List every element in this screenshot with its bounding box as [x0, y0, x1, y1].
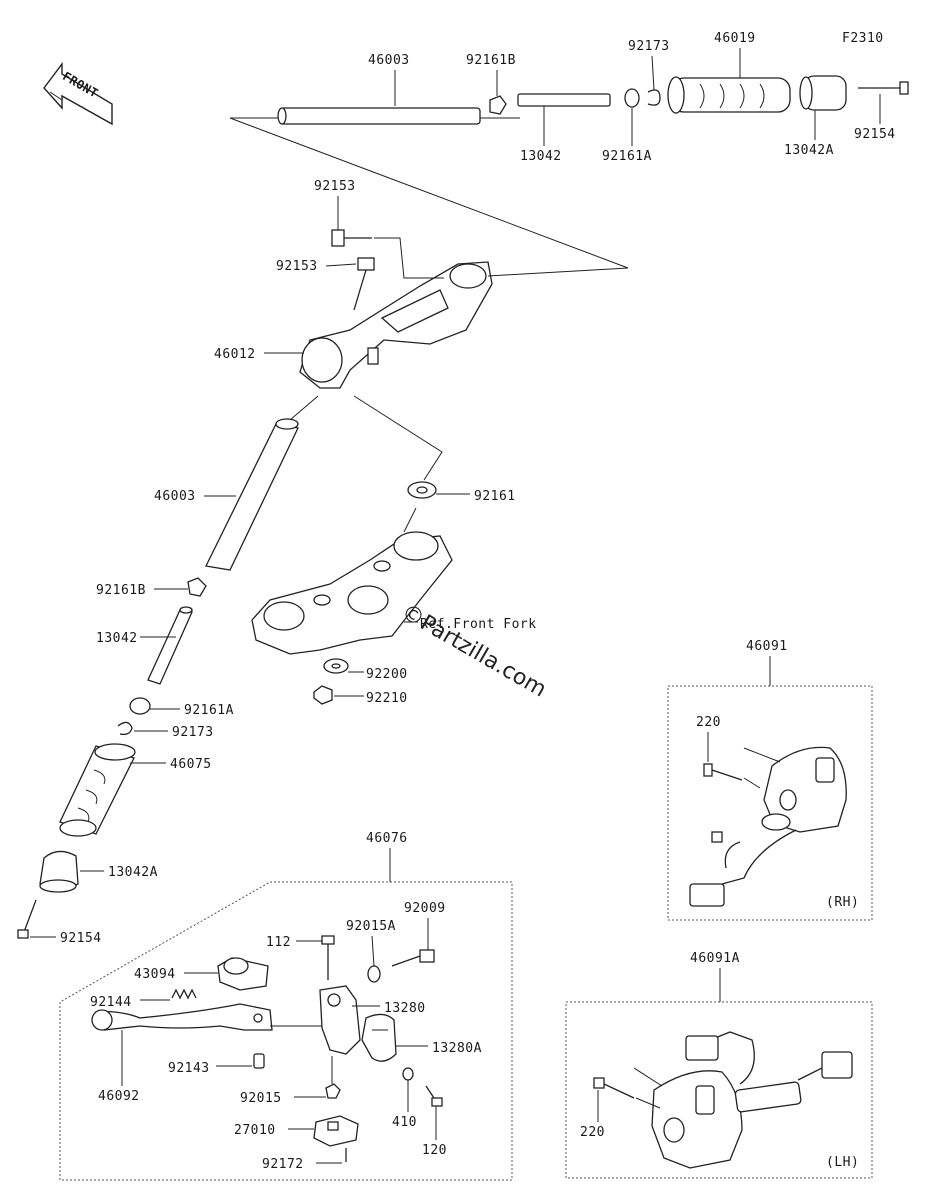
label-92154: 92154	[60, 931, 102, 946]
nut-92210	[313, 685, 333, 705]
lever-46092	[91, 1003, 273, 1031]
diagram-code: F2310	[842, 31, 884, 46]
label-92161b: 92161B	[96, 583, 146, 598]
bolt-92153-b	[353, 257, 375, 311]
label-46003: 46003	[154, 489, 196, 504]
upper-clamp-46012	[299, 261, 493, 389]
screw-220-rh	[703, 763, 743, 781]
washer-92161a-top	[624, 88, 640, 108]
label-92210: 92210	[366, 691, 408, 706]
screw-120	[425, 1085, 443, 1107]
handlebar-tube-left	[205, 395, 319, 571]
label-13280a: 13280A	[432, 1041, 482, 1056]
svg-text:©Partzilla.com: ©Partzilla.com	[397, 600, 550, 703]
washer-410	[402, 1067, 414, 1081]
screw-92154	[17, 899, 37, 939]
label-220-lh: 220	[580, 1125, 605, 1140]
washer-92161a	[129, 697, 151, 715]
label-220-rh: 220	[696, 715, 721, 730]
front-arrow-icon: FRONT	[43, 61, 113, 126]
label-92200: 92200	[366, 667, 408, 682]
rh-switch-housing	[689, 746, 847, 907]
ref-note: Ref.Front Fork	[420, 617, 537, 632]
clip-92173	[117, 721, 133, 736]
bushing-92143	[253, 1053, 265, 1069]
washer-92015a	[367, 965, 381, 983]
screw-220-lh	[593, 1077, 635, 1099]
label-92153-b: 92153	[276, 259, 318, 274]
switch-27010	[313, 1115, 359, 1147]
label-top-46019: 46019	[714, 31, 756, 46]
nut-92161b	[187, 577, 207, 597]
clamp-13280a	[361, 1013, 397, 1062]
end-weight-top	[799, 75, 847, 111]
lh-switch-housing	[651, 1031, 853, 1169]
screw-92154-top	[858, 81, 909, 95]
nut-92015	[325, 1083, 341, 1099]
label-410: 410	[392, 1115, 417, 1130]
adjuster-43094	[217, 957, 269, 991]
label-92172: 92172	[262, 1157, 304, 1172]
label-top-92173: 92173	[628, 39, 670, 54]
label-top-46003: 46003	[368, 53, 410, 68]
weight-shaft	[147, 606, 193, 685]
handlebar-tube-top	[277, 107, 481, 125]
label-13042: 13042	[96, 631, 138, 646]
label-46012: 46012	[214, 347, 256, 362]
label-13280: 13280	[384, 1001, 426, 1016]
label-46091a: 46091A	[690, 951, 740, 966]
top-row-parts	[229, 75, 909, 269]
bolt-92009	[391, 949, 435, 967]
label-112: 112	[266, 935, 291, 950]
label-46075: 46075	[170, 757, 212, 772]
label-46091: 46091	[746, 639, 788, 654]
label-92143: 92143	[168, 1061, 210, 1076]
label-top-13042: 13042	[520, 149, 562, 164]
label-46076: 46076	[366, 831, 408, 846]
clip-92173-top	[647, 89, 661, 106]
label-top-92161a: 92161A	[602, 149, 652, 164]
bolt-112	[321, 935, 335, 980]
label-top-13042a: 13042A	[784, 143, 834, 158]
nut-92161b-top	[489, 95, 507, 115]
label-92173: 92173	[172, 725, 214, 740]
label-120: 120	[422, 1143, 447, 1158]
grip-46019	[667, 76, 791, 114]
label-92153-a: 92153	[314, 179, 356, 194]
label-92015: 92015	[240, 1091, 282, 1106]
label-27010: 27010	[234, 1123, 276, 1138]
watermark: ©Partzilla.com	[397, 600, 550, 703]
label-13042a: 13042A	[108, 865, 158, 880]
label-92009: 92009	[404, 901, 446, 916]
lever-holder-13280	[319, 985, 361, 1055]
bolt-92153-a	[331, 229, 372, 247]
label-92015a: 92015A	[346, 919, 396, 934]
label-92161a: 92161A	[184, 703, 234, 718]
end-weight	[39, 850, 79, 893]
label-43094: 43094	[134, 967, 176, 982]
label-46092: 46092	[98, 1089, 140, 1104]
grip-46075	[59, 743, 136, 837]
label-top-92154: 92154	[854, 127, 896, 142]
label-92161: 92161	[474, 489, 516, 504]
lever-assembly-box	[59, 881, 513, 1181]
label-92144: 92144	[90, 995, 132, 1010]
lh-switch-box	[565, 1001, 873, 1179]
spring-92144	[171, 988, 197, 1000]
rh-tag: (RH)	[826, 895, 859, 910]
lh-tag: (LH)	[826, 1155, 859, 1170]
lower-clamp	[251, 507, 453, 655]
weight-shaft-top	[517, 93, 611, 107]
label-top-92161b: 92161B	[466, 53, 516, 68]
